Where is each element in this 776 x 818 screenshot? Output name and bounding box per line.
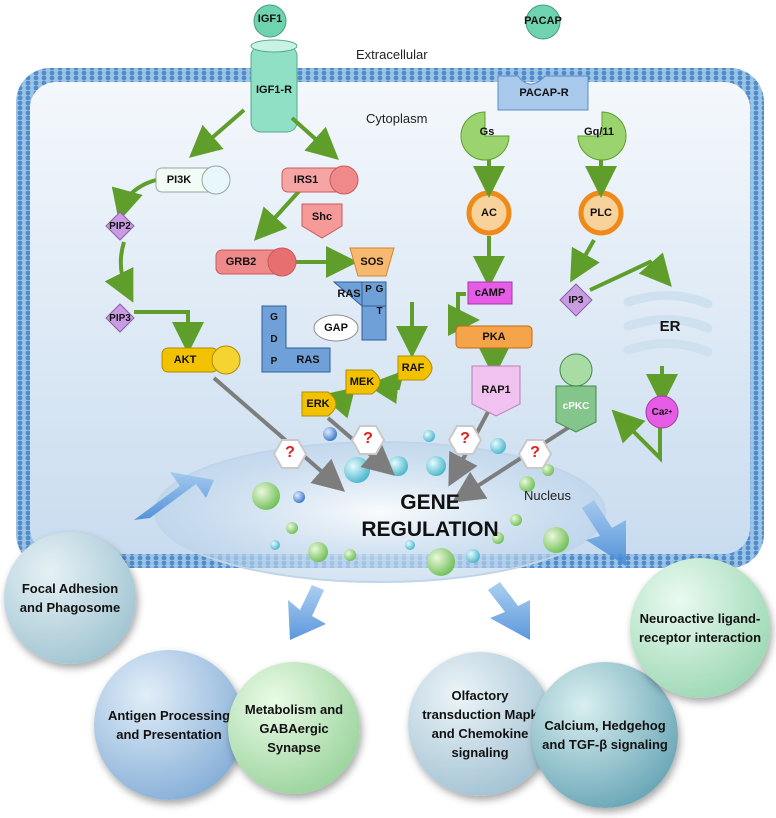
- pacapr-label: PACAP-R: [519, 87, 569, 99]
- ras-bottom-label: RAS: [296, 354, 320, 366]
- arrow-igf1r-pi3k: [188, 108, 246, 158]
- pip3-shape: [105, 303, 135, 333]
- arrow-plc-ip3: [570, 239, 600, 283]
- outcome-olfactory: Olfactory transduction Mapk and Chemokin…: [408, 652, 552, 796]
- raf-label: RAF: [401, 362, 425, 374]
- outcome-calcium-text: Calcium, Hedgehog and TGF-β signaling: [542, 718, 668, 752]
- outcome-neuroactive: Neuroactive ligand-receptor interaction: [630, 558, 770, 698]
- gene-regulation-line2: REGULATION: [361, 518, 499, 541]
- er-shape: [623, 291, 713, 357]
- outcome-focal-text: Focal Adhesion and Phagosome: [19, 581, 121, 615]
- ras-top-label: RAS: [337, 288, 361, 300]
- erk-label: ERK: [306, 398, 330, 410]
- ras-gtp-shape: [332, 281, 387, 341]
- arrow-camp-pka: [448, 292, 480, 336]
- pip2-label: PIP2: [109, 220, 131, 232]
- ac-label: AC: [481, 207, 497, 219]
- arrow-raf-mek: [366, 372, 402, 404]
- ras-gdp-shape: [261, 305, 331, 373]
- erk-shape: [301, 391, 337, 417]
- er-label: ER: [659, 318, 681, 335]
- ca-shape: [645, 395, 679, 429]
- igf1-label: IGF1: [257, 13, 283, 25]
- arrow-cpkc-gene: [451, 422, 576, 503]
- outcome-calcium: Calcium, Hedgehog and TGF-β signaling: [532, 662, 678, 808]
- outcome-metabolism: Metabolism and GABAergic Synapse: [228, 662, 360, 794]
- sos-label: SOS: [360, 256, 384, 268]
- pip2-shape: [105, 211, 135, 241]
- camp-shape: [467, 281, 513, 305]
- gene-regulation-title: GENE REGULATION: [340, 489, 520, 543]
- arrow-pip3-akt: [134, 310, 204, 354]
- unknown-mark-akt: ?: [285, 444, 295, 461]
- pacap-ligand: [525, 4, 561, 40]
- pacap-label: PACAP: [524, 15, 562, 27]
- igf1-ligand: [253, 4, 287, 38]
- outcome-neuroactive-text: Neuroactive ligand-receptor interaction: [638, 611, 762, 645]
- extracellular-label: Extracellular: [356, 47, 428, 62]
- sos-shape: [349, 247, 395, 277]
- pacap-receptor-shape: [497, 75, 589, 111]
- pi3k-label: PI3K: [166, 174, 192, 186]
- unknown-mark-shapes: [272, 425, 553, 469]
- cytoplasm-area: [30, 82, 750, 554]
- mek-label: MEK: [349, 376, 375, 388]
- outcome-antigen-text: Antigen Processing and Presentation: [107, 708, 231, 742]
- gap-shape: [313, 314, 359, 342]
- ip3-label: IP3: [568, 294, 584, 306]
- outcome-antigen: Antigen Processing and Presentation: [94, 650, 244, 800]
- cytoplasm-label: Cytoplasm: [366, 111, 428, 126]
- igf1r-label: IGF1-R: [255, 84, 293, 96]
- output-arrows: [134, 472, 626, 640]
- unknown-mark-rap1: ?: [460, 430, 470, 447]
- gene-regulation-line1: GENE: [400, 491, 460, 514]
- output-arrow-olfactory: [488, 582, 530, 640]
- camp-label: cAMP: [474, 287, 506, 299]
- arrow-igf1r-irs1: [290, 116, 339, 161]
- cpkc-label: cPKC: [562, 400, 590, 412]
- akt-label: AKT: [173, 354, 197, 366]
- gtp-label: G T P: [363, 284, 385, 317]
- outcome-metabolism-text: Metabolism and GABAergic Synapse: [244, 701, 344, 755]
- ca-text: Ca: [651, 406, 665, 418]
- mek-shape: [345, 369, 381, 395]
- output-arrow-neuro: [582, 500, 626, 566]
- gq-shape: [577, 111, 627, 161]
- pka-label: PKA: [482, 331, 506, 343]
- ca-superscript: 2+: [664, 408, 673, 416]
- grb2-label: GRB2: [225, 256, 257, 268]
- ip3-shape: [559, 283, 593, 317]
- arrow-ip3-er: [589, 252, 672, 292]
- output-arrow-metabolism: [288, 585, 326, 640]
- plc-label: PLC: [590, 207, 612, 219]
- rap1-shape: [471, 365, 521, 417]
- pka-shape: [455, 325, 533, 349]
- gs-label: Gs: [479, 126, 495, 138]
- arrow-akt-gene: [212, 376, 346, 492]
- gdp-label: G D P: [268, 311, 280, 367]
- gs-shape: [460, 111, 510, 161]
- arrow-irs1-grb2: [253, 186, 304, 241]
- arrow-ca-cpkc: [611, 409, 662, 463]
- outcome-focal-adhesion: Focal Adhesion and Phagosome: [4, 532, 136, 664]
- shc-label: Shc: [311, 211, 333, 223]
- gap-label: GAP: [324, 322, 348, 334]
- gq11-label: Gq/11: [584, 126, 614, 138]
- rap1-label: RAP1: [481, 384, 511, 396]
- arrow-pi3k-pip2: [111, 178, 157, 222]
- shc-shape: [301, 203, 343, 239]
- nucleus-label: Nucleus: [524, 488, 571, 503]
- irs1-label: IRS1: [293, 174, 319, 186]
- output-arrow-focal: [134, 472, 214, 520]
- outcome-olfactory-text: Olfactory transduction Mapk and Chemokin…: [422, 688, 538, 760]
- unknown-mark-erk: ?: [363, 430, 373, 447]
- unknown-mark-cpkc: ?: [530, 444, 540, 461]
- pip3-label: PIP3: [109, 312, 131, 324]
- raf-shape: [397, 355, 433, 381]
- cpkc-shape: [555, 385, 597, 433]
- arrow-pip2-pip3: [104, 241, 134, 303]
